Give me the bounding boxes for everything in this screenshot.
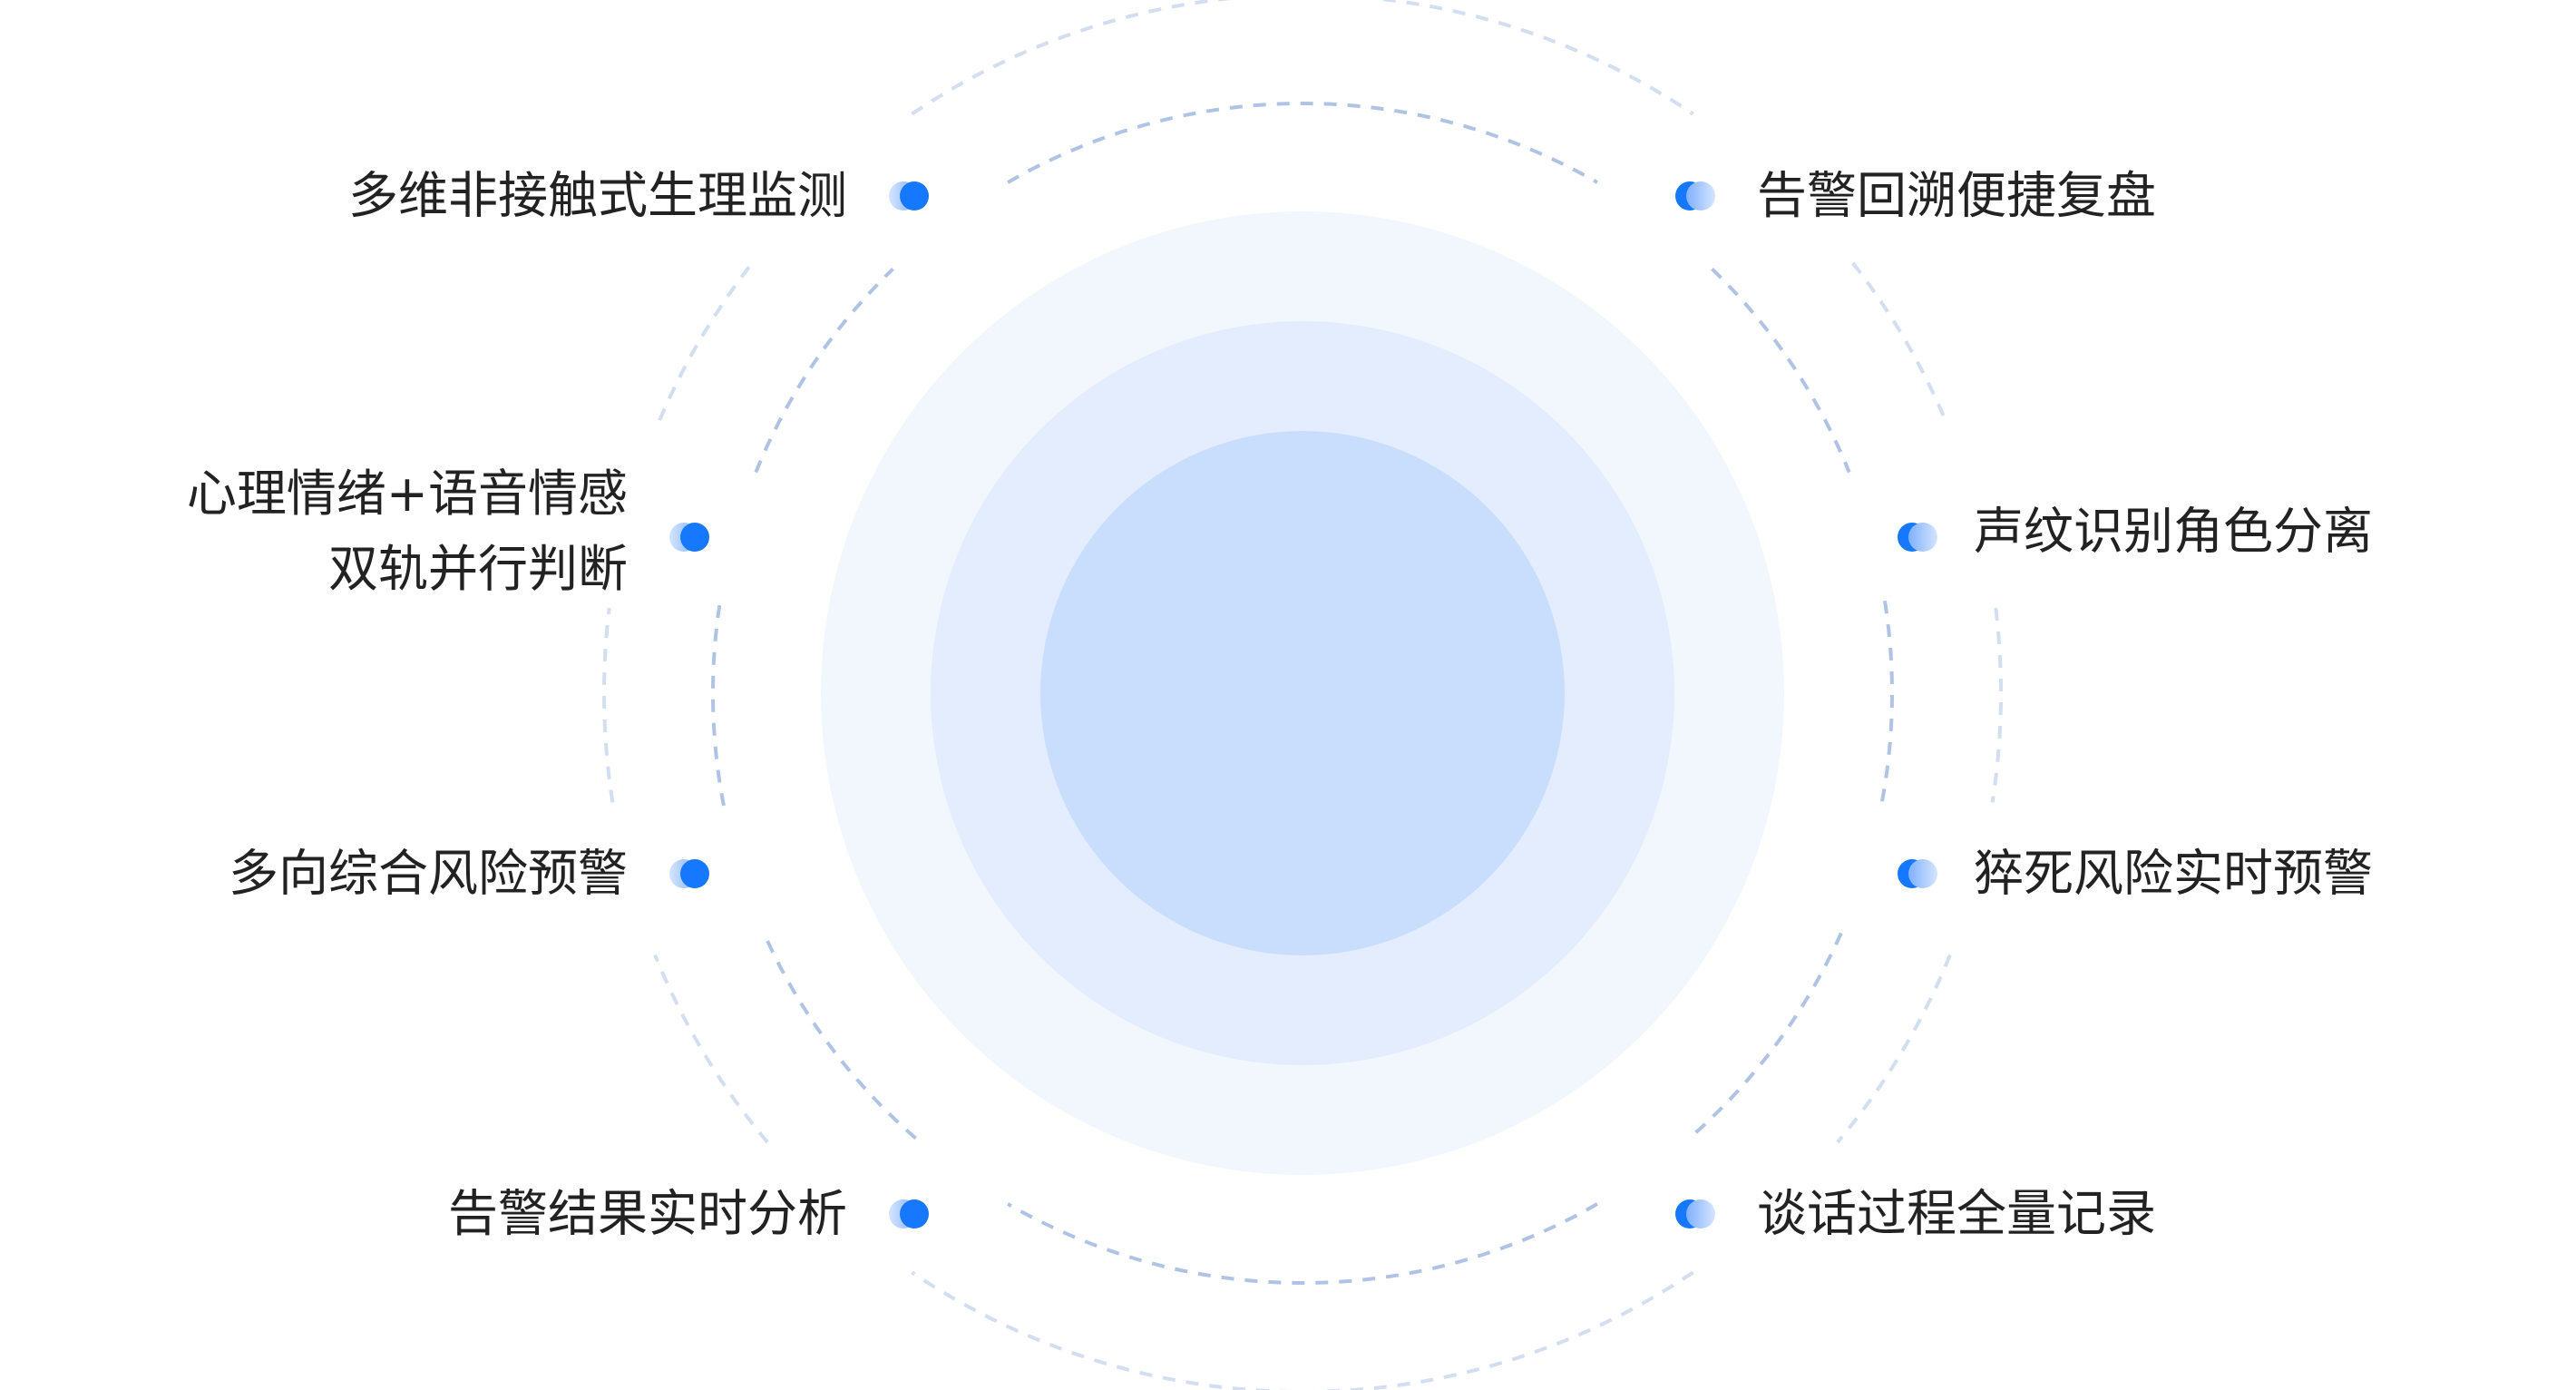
- feature-label-right-4: 谈话过程全量记录: [1757, 1177, 2156, 1252]
- feature-label-right-2: 声纹识别角色分离: [1974, 494, 2373, 570]
- bullet-dot-icon: [889, 1199, 929, 1228]
- feature-label-right-1: 告警回溯便捷复盘: [1757, 159, 2156, 234]
- feature-label-left-4: 告警结果实时分析: [448, 1177, 847, 1252]
- feature-text: 告警结果实时分析: [447, 1184, 847, 1243]
- outer-dashed-arc: [1990, 607, 2003, 803]
- inner-dashed-arc: [1879, 601, 1895, 807]
- feature-label-left-1: 多维非接触式生理监测: [348, 159, 847, 234]
- feature-text-line-1: 心理情绪+语音情感: [186, 465, 628, 523]
- outer-dashed-arc: [1851, 261, 1947, 421]
- feature-text: 谈话过程全量记录: [1757, 1184, 2157, 1243]
- feature-text: 告警回溯便捷复盘: [1757, 166, 2157, 225]
- inner-circle: [1040, 431, 1565, 955]
- inner-dashed-arc: [1007, 102, 1598, 184]
- bullet-dot-icon: [669, 859, 709, 888]
- feature-text: 多维非接触式生理监测: [347, 166, 847, 225]
- feature-text: 多向综合风险预警: [228, 844, 628, 903]
- outer-dashed-arc: [602, 607, 615, 803]
- bullet-dot-icon: [1675, 181, 1715, 210]
- inner-dashed-arc: [1688, 932, 1843, 1140]
- outer-dashed-arc: [1836, 954, 1952, 1144]
- outer-dashed-arc: [911, 0, 1694, 116]
- bullet-dot-icon: [889, 181, 929, 210]
- feature-text: 猝死风险实时预警: [1974, 844, 2374, 903]
- bullet-dot-icon: [669, 523, 709, 552]
- feature-label-right-3: 猝死风险实时预警: [1974, 837, 2373, 912]
- feature-label-left-3: 多向综合风险预警: [229, 837, 628, 912]
- outer-dashed-arc: [911, 1270, 1694, 1390]
- inner-dashed-arc: [1007, 1202, 1598, 1285]
- outer-dashed-arc: [658, 261, 754, 421]
- feature-text-line-2: 双轨并行判断: [327, 540, 628, 598]
- bullet-dot-icon: [1898, 523, 1937, 552]
- feature-text: 声纹识别角色分离: [1974, 502, 2374, 561]
- outer-dashed-arc: [653, 954, 769, 1144]
- inner-dashed-arc: [762, 932, 917, 1140]
- inner-dashed-arc: [1711, 267, 1851, 474]
- bullet-dot-icon: [1898, 859, 1937, 888]
- bullet-dot-icon: [1675, 1199, 1715, 1228]
- inner-dashed-arc: [754, 267, 894, 474]
- feature-label-left-2: 心理情绪+语音情感 双轨并行判断: [187, 456, 628, 607]
- inner-dashed-arc: [711, 601, 726, 807]
